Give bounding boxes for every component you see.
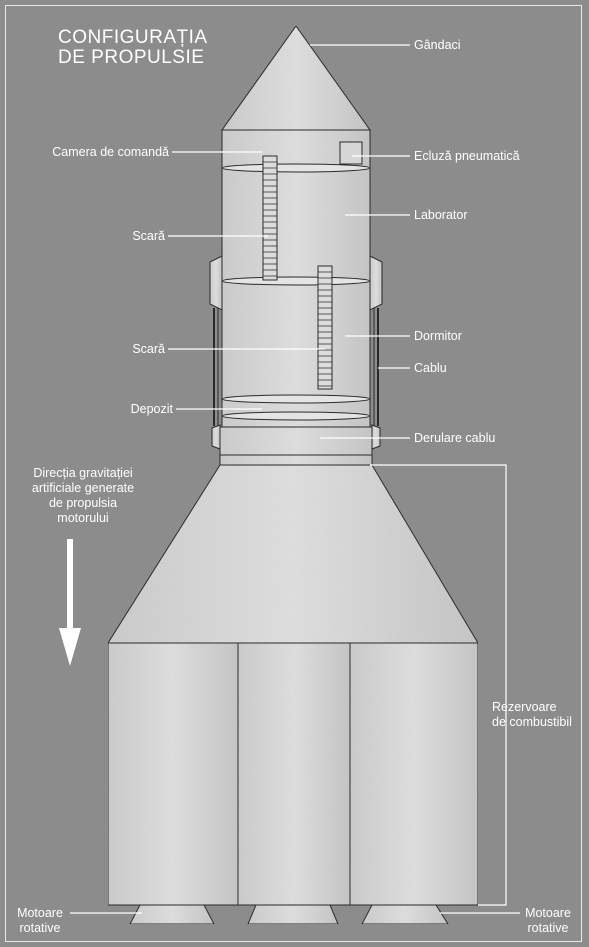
ladder-upper (262, 155, 278, 281)
label-scara-1: Scară (132, 229, 165, 243)
collar (219, 454, 373, 466)
label-cablu: Cablu (414, 361, 447, 375)
leader-lines (70, 44, 520, 914)
title-line-2: DE PROPULSIE (58, 47, 205, 68)
dormitory-module (221, 280, 371, 400)
label-motoare-left-line2: rotative (19, 921, 61, 935)
engine-right (361, 904, 449, 925)
cable-reel-section (219, 426, 373, 456)
label-motoare-right-line1: Motoare (525, 906, 571, 920)
label-camera-comanda: Camera de comandă (52, 145, 169, 159)
gravity-line-2: artificiale generate (31, 481, 135, 495)
rocket-body (107, 25, 479, 925)
gravity-line-3: de propulsia (48, 496, 118, 510)
label-motoare-right-line2: rotative (527, 921, 569, 935)
gravity-line-1: Direcția gravitației (33, 466, 133, 480)
label-motoare-right: Motoare rotative (518, 906, 578, 936)
floor-command (221, 163, 371, 173)
pod-upper-right (369, 255, 383, 311)
label-rezervoare: Rezervoare de combustibil (492, 700, 572, 730)
diagram-title: CONFIGURAȚIA DE PROPULSIE (58, 28, 208, 68)
label-motoare-left: Motoare rotative (10, 906, 70, 936)
label-gandaci: Gândaci (414, 38, 461, 52)
fuel-tank-right (349, 642, 479, 906)
laboratory-module (221, 167, 371, 282)
pod-lower-right (371, 424, 381, 450)
engine-center (247, 904, 339, 925)
fuel-tank-center (237, 642, 351, 906)
label-scara-2: Scară (132, 342, 165, 356)
ladder-lower (317, 265, 333, 390)
label-depozit: Depozit (130, 402, 173, 416)
gravity-line-4: motorului (57, 511, 109, 525)
ladder-upper-rungs (263, 161, 277, 277)
label-laborator: Laborator (414, 208, 468, 222)
label-rezervoare-line1: Rezervoare (492, 700, 557, 714)
label-ecluza: Ecluză pneumatică (414, 149, 520, 163)
title-line-1: CONFIGURAȚIA (58, 27, 208, 48)
floor-laboratory (221, 276, 371, 286)
floor-dormitory (221, 394, 371, 404)
label-motoare-left-line1: Motoare (17, 906, 63, 920)
engine-left (129, 904, 215, 925)
label-dormitor: Dormitor (414, 329, 462, 343)
interior-details (213, 141, 379, 426)
tank-skirt (107, 464, 479, 644)
label-rezervoare-line2: de combustibil (492, 715, 572, 729)
floor-storage (221, 411, 371, 421)
ladder-lower-rungs (318, 271, 332, 387)
gravity-caption: Direcția gravitației artificiale generat… (12, 466, 154, 526)
nose-cone (221, 25, 371, 131)
pod-lower-left (211, 424, 221, 450)
fuel-tank-left (107, 642, 239, 906)
bracket-rezervoare (370, 464, 507, 906)
pod-upper-left (209, 255, 223, 311)
label-derulare-cablu: Derulare cablu (414, 431, 496, 445)
frame-border (5, 5, 582, 942)
gravity-arrow (59, 539, 81, 666)
airlock-hatch (339, 141, 363, 165)
